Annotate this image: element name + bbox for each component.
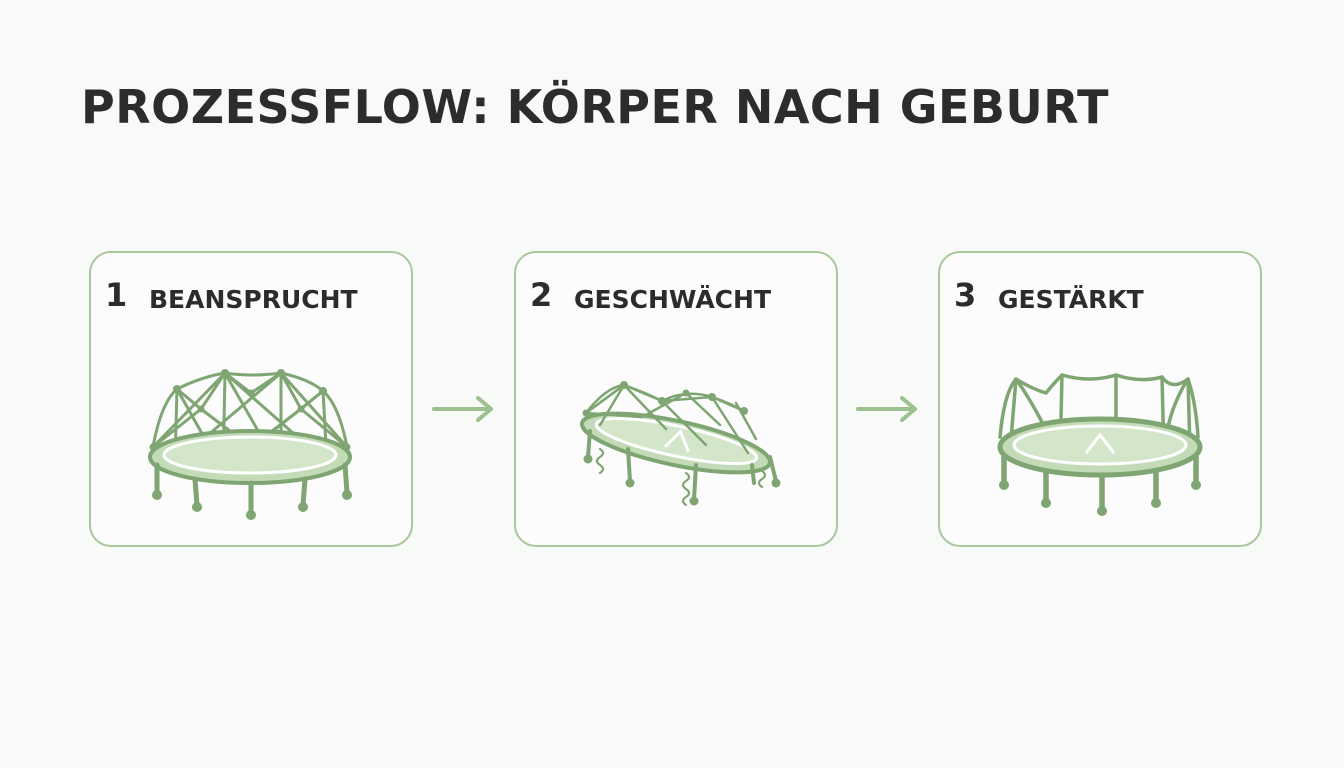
step-label: GESCHWÄCHT xyxy=(574,285,771,314)
step-label: BEANSPRUCHT xyxy=(149,285,358,314)
step-card-1: 1 BEANSPRUCHT xyxy=(89,251,413,547)
arrow-right-icon xyxy=(432,396,493,422)
step-card-3: 3 GESTÄRKT xyxy=(938,251,1262,547)
step-number: 1 xyxy=(105,276,128,314)
step-number: 3 xyxy=(954,276,977,314)
reinforced-trampoline-icon xyxy=(997,373,1203,516)
step-number: 2 xyxy=(530,276,553,314)
page-title: PROZESSFLOW: KÖRPER NACH GEBURT xyxy=(81,80,1110,134)
arrow-right-icon xyxy=(856,396,917,422)
step-label: GESTÄRKT xyxy=(998,285,1144,314)
taut-trampoline-icon xyxy=(148,369,352,520)
step-card-2: 2 GESCHWÄCHT xyxy=(514,251,838,547)
sagging-trampoline-icon xyxy=(579,381,781,507)
